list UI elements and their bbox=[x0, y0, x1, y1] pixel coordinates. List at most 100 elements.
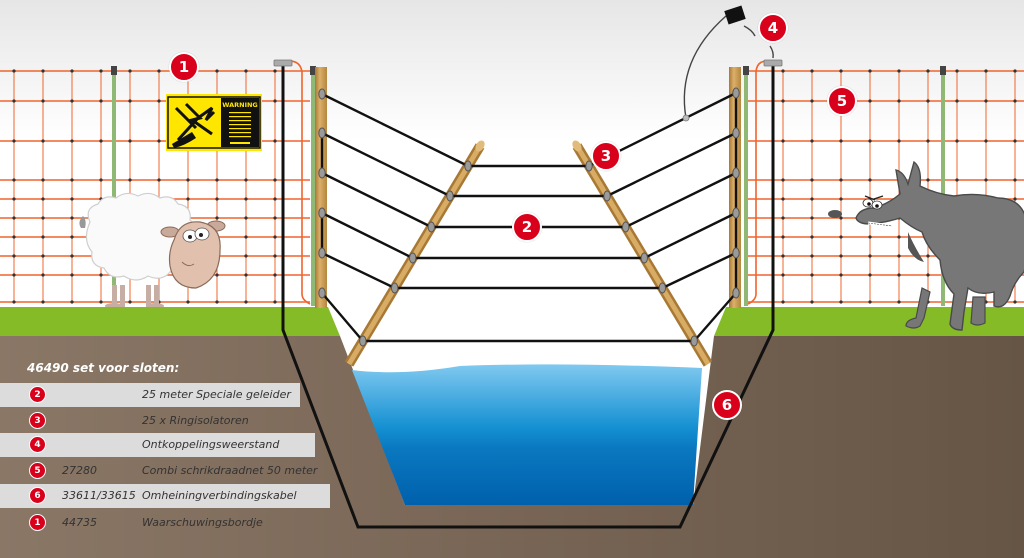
net-knot bbox=[955, 99, 959, 103]
net-knot bbox=[41, 300, 45, 304]
net-knot bbox=[273, 254, 277, 258]
callout-2-conductor: 2 bbox=[512, 212, 542, 242]
ring-insulator bbox=[318, 167, 326, 179]
ditch-water bbox=[352, 364, 702, 505]
net-knot bbox=[781, 178, 785, 182]
callout-5-netting: 5 bbox=[827, 86, 857, 116]
net-knot bbox=[781, 69, 785, 73]
ring-insulator bbox=[640, 252, 649, 264]
cable-clamp-right bbox=[763, 59, 783, 67]
net-knot bbox=[215, 216, 219, 220]
net-knot bbox=[12, 254, 16, 258]
warning-sign-title: WARNING bbox=[222, 101, 258, 109]
net-post-left bbox=[111, 66, 117, 306]
callout-3-insulators: 3 bbox=[591, 141, 621, 171]
ring-insulator bbox=[390, 282, 399, 294]
net-knot bbox=[897, 273, 901, 277]
net-knot bbox=[70, 216, 74, 220]
net-knot bbox=[12, 197, 16, 201]
net-knot bbox=[215, 197, 219, 201]
net-knot bbox=[12, 178, 16, 182]
net-knot bbox=[273, 197, 277, 201]
wire-slope-right bbox=[643, 211, 737, 260]
net-knot bbox=[41, 69, 45, 73]
net-knot bbox=[810, 99, 814, 103]
net-knot bbox=[810, 69, 814, 73]
warning-sign: WARNING bbox=[166, 94, 262, 151]
net-knot bbox=[1013, 69, 1017, 73]
net-knot bbox=[41, 254, 45, 258]
net-knot bbox=[244, 273, 248, 277]
net-knot bbox=[781, 273, 785, 277]
net-knot bbox=[128, 300, 132, 304]
net-knot bbox=[839, 139, 843, 143]
ring-insulator bbox=[318, 88, 326, 100]
ring-insulator bbox=[690, 335, 698, 347]
net-knot bbox=[128, 139, 132, 143]
net-knot bbox=[215, 178, 219, 182]
net-knot bbox=[273, 235, 277, 239]
net-knot bbox=[12, 300, 16, 304]
wolf-illustration bbox=[828, 160, 1024, 331]
net-knot bbox=[868, 99, 872, 103]
net-knot bbox=[273, 69, 277, 73]
net-knot bbox=[12, 99, 16, 103]
net-knot bbox=[839, 254, 843, 258]
net-knot bbox=[41, 273, 45, 277]
net-knot bbox=[99, 178, 103, 182]
ring-insulator bbox=[359, 335, 367, 347]
net-knot bbox=[244, 197, 248, 201]
ring-insulator bbox=[318, 127, 326, 139]
net-knot bbox=[781, 99, 785, 103]
net-end-post-left bbox=[310, 66, 316, 306]
net-knot bbox=[70, 254, 74, 258]
net-knot bbox=[984, 139, 988, 143]
wire-slope-left bbox=[321, 211, 414, 260]
net-knot bbox=[157, 178, 161, 182]
net-knot bbox=[41, 139, 45, 143]
net-knot bbox=[926, 69, 930, 73]
net-knot bbox=[839, 273, 843, 277]
net-knot bbox=[810, 139, 814, 143]
net-knot bbox=[897, 139, 901, 143]
net-knot bbox=[70, 273, 74, 277]
net-knot bbox=[186, 197, 190, 201]
net-knot bbox=[70, 300, 74, 304]
net-knot bbox=[897, 69, 901, 73]
ring-insulator bbox=[732, 207, 740, 219]
net-knot bbox=[781, 197, 785, 201]
net-knot bbox=[70, 235, 74, 239]
net-knot bbox=[1013, 99, 1017, 103]
ring-insulator bbox=[318, 207, 326, 219]
net-knot bbox=[186, 178, 190, 182]
net-knot bbox=[1013, 300, 1017, 304]
ring-insulator bbox=[427, 221, 436, 233]
net-knot bbox=[99, 273, 103, 277]
net-knot bbox=[128, 99, 132, 103]
net-knot bbox=[810, 273, 814, 277]
net-knot bbox=[12, 216, 16, 220]
net-knot bbox=[273, 273, 277, 277]
net-knot bbox=[781, 300, 785, 304]
net-knot bbox=[244, 216, 248, 220]
net-knot bbox=[273, 99, 277, 103]
net-knot bbox=[839, 300, 843, 304]
ring-insulator bbox=[732, 87, 740, 99]
net-knot bbox=[70, 178, 74, 182]
net-knot bbox=[1013, 178, 1017, 182]
net-knot bbox=[897, 235, 901, 239]
wire-slope-left bbox=[321, 92, 469, 168]
wire-slope-right bbox=[625, 171, 737, 229]
net-knot bbox=[12, 69, 16, 73]
net-knot bbox=[926, 254, 930, 258]
net-knot bbox=[926, 273, 930, 277]
net-end-post-right bbox=[743, 66, 749, 306]
net-knot bbox=[984, 69, 988, 73]
net-knot bbox=[157, 139, 161, 143]
net-knot bbox=[41, 99, 45, 103]
net-knot bbox=[984, 99, 988, 103]
net-knot bbox=[926, 139, 930, 143]
net-knot bbox=[868, 254, 872, 258]
net-knot bbox=[99, 139, 103, 143]
net-knot bbox=[897, 99, 901, 103]
